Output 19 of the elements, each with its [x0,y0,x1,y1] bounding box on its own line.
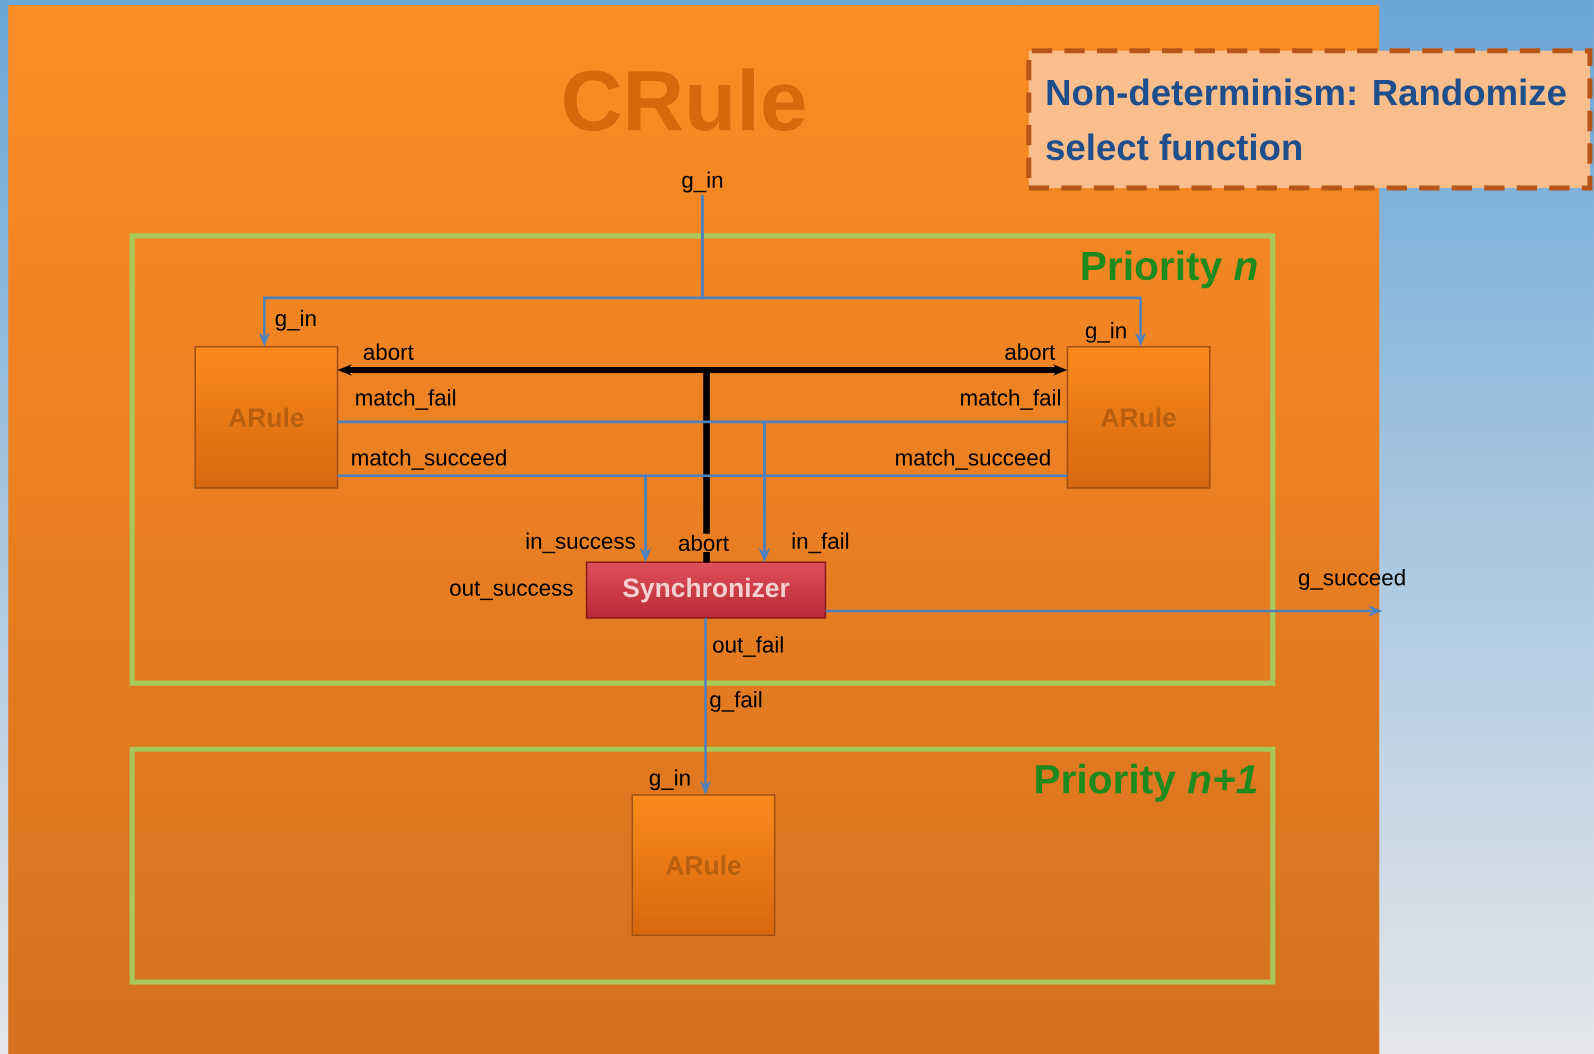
port-label: abort [1005,343,1056,360]
port-label: match_succeed [896,449,1050,470]
edge-label: g_fail [710,690,762,712]
port-label: abort [363,343,414,360]
priority-heading: Priority n+1 [1036,763,1257,802]
port-label: g_in [682,171,723,193]
port-label: in_success [526,532,635,554]
port-label: g_in [275,309,316,331]
port-label: g_in [1085,321,1126,343]
port-label: match_fail [356,389,456,410]
synchronizer-box: Synchronizer [585,561,827,619]
port-label: in_fail [792,532,849,554]
port-label: out_fail [713,636,783,657]
port-label: match_succeed [352,449,506,470]
port-label: g_in [649,769,690,791]
port-label: match_fail [961,389,1060,410]
priority-heading: Priority n [1082,250,1257,289]
port-label: out_success [450,581,573,600]
note-box: Non-determinism: Randomize select function [1026,48,1593,191]
